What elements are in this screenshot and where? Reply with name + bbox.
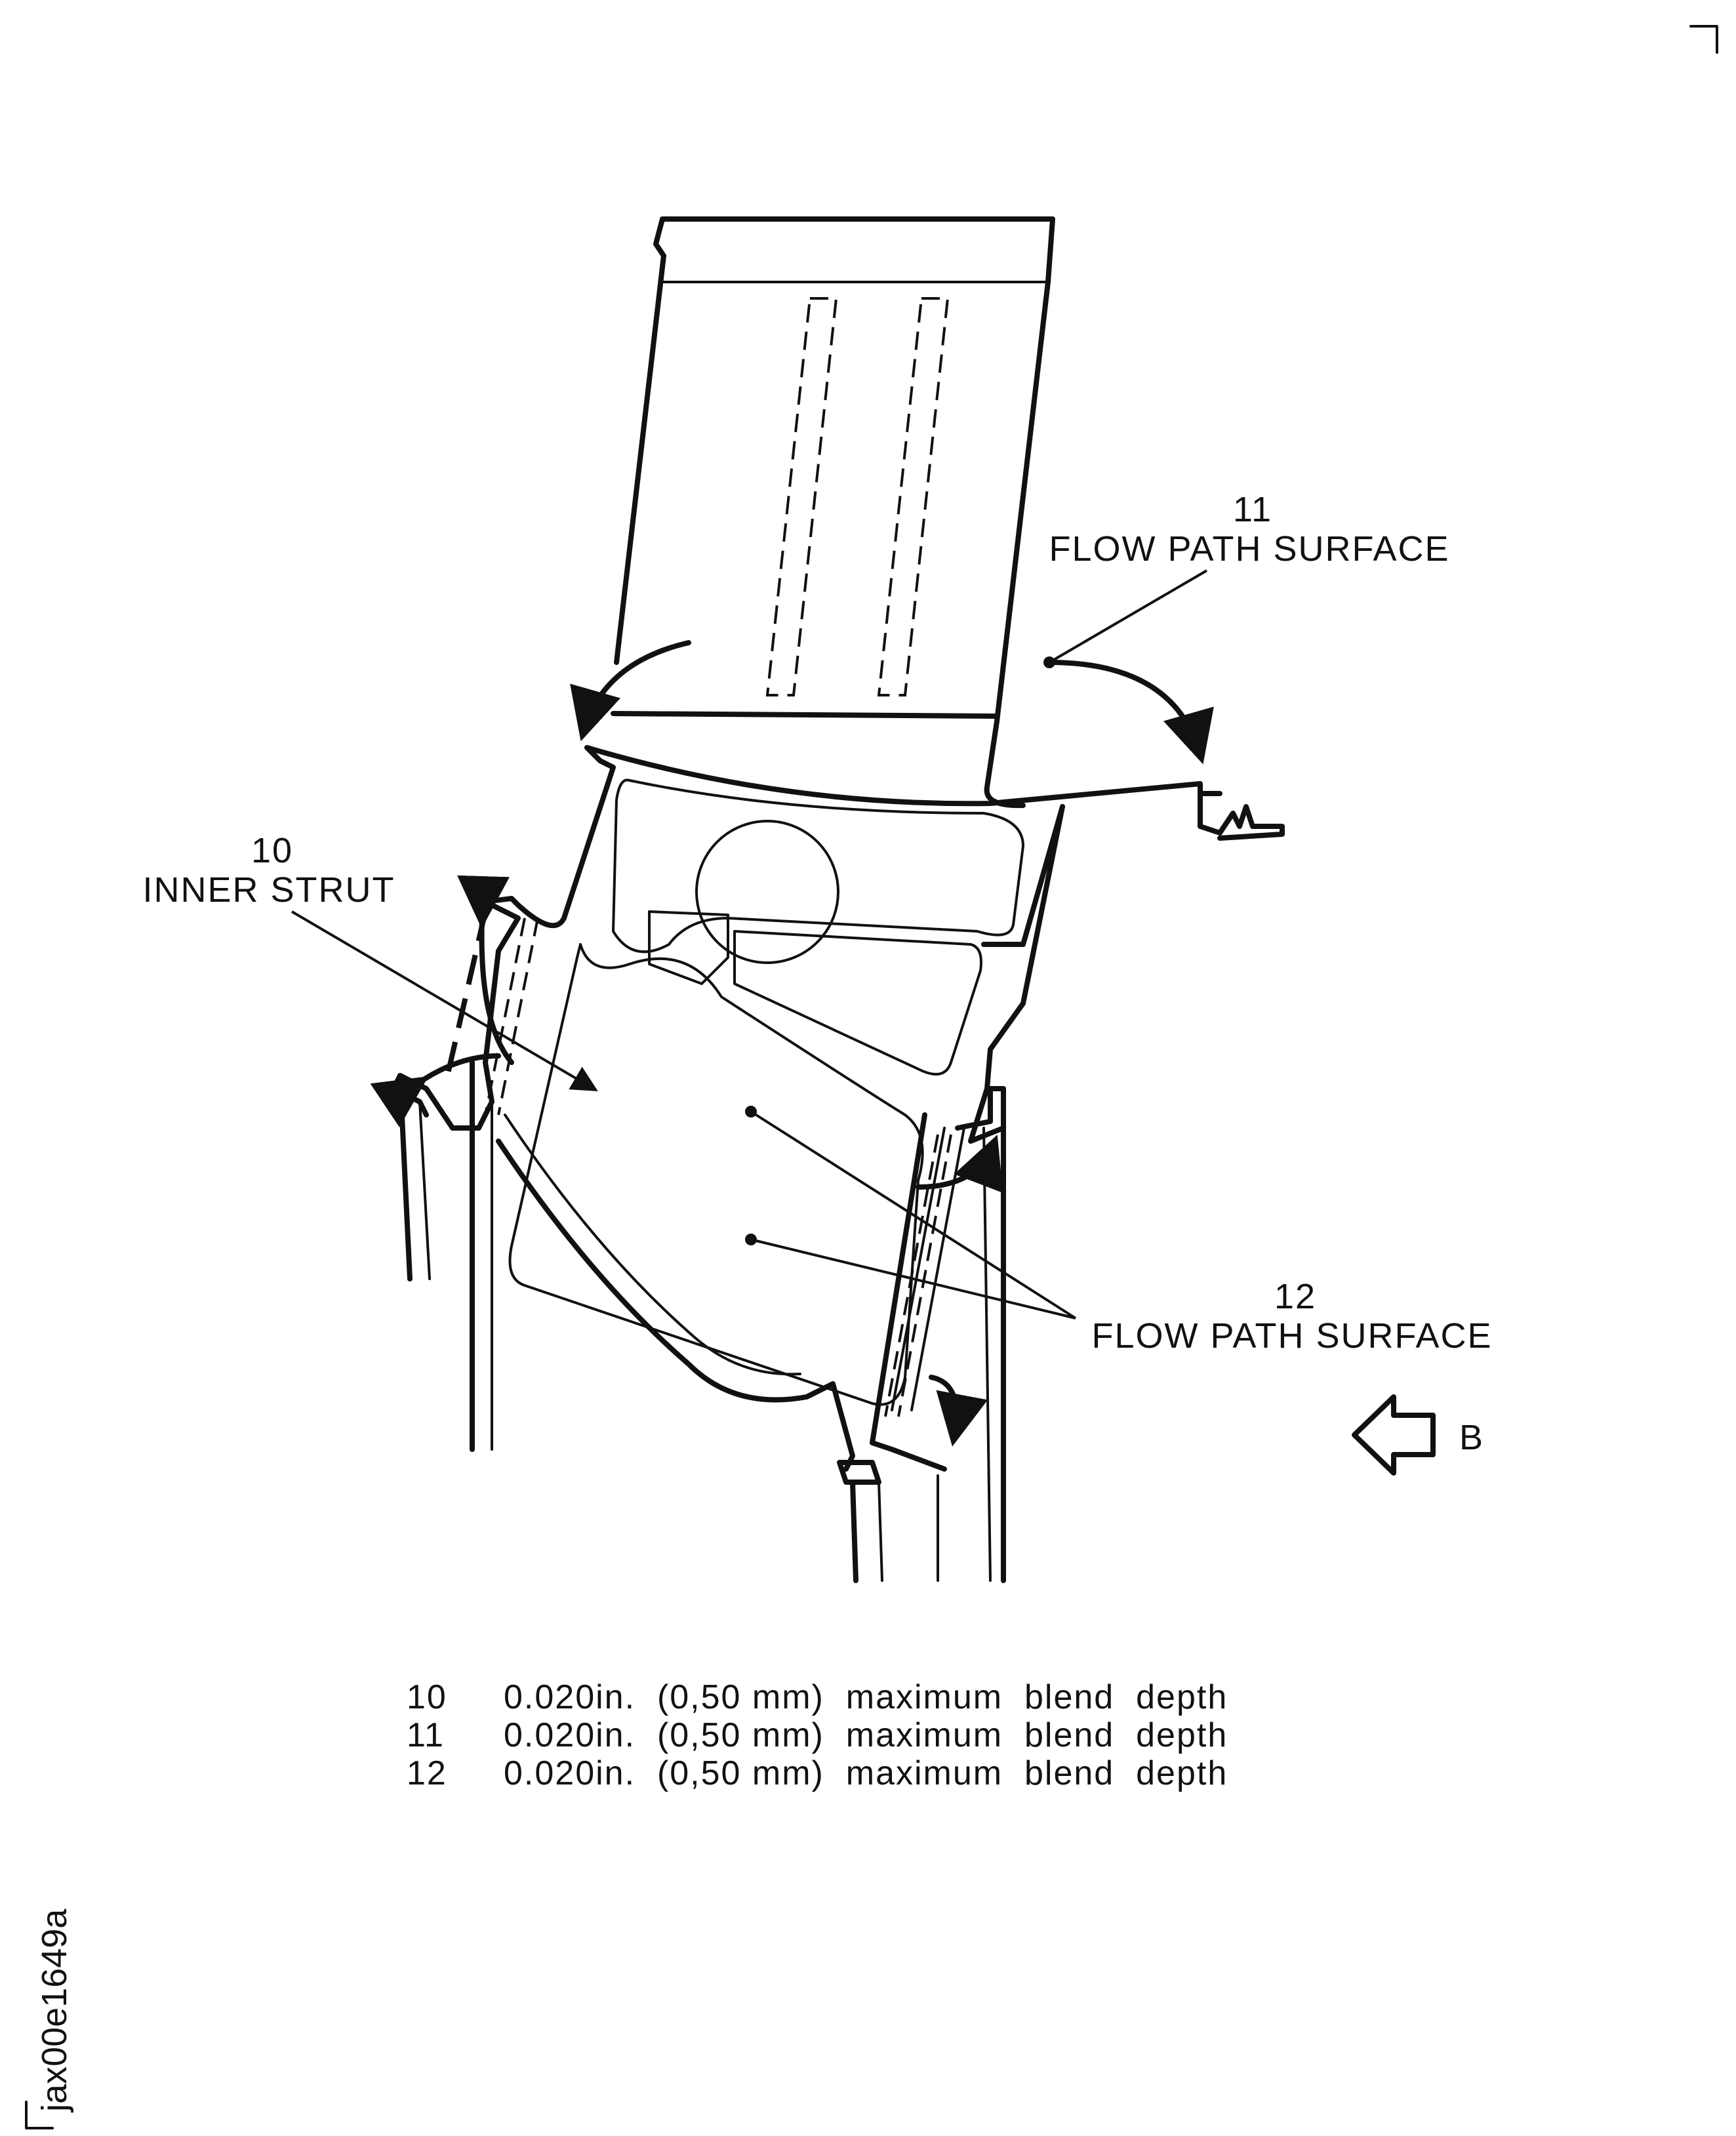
surface-arrows <box>370 640 1214 1447</box>
legend-text-11: 0.020in. (0,50 mm) maximum blend depth <box>504 1716 1228 1754</box>
leader-dot-12b <box>745 1234 757 1245</box>
hidden-lines <box>443 911 952 1417</box>
legend-text-12: 0.020in. (0,50 mm) maximum blend depth <box>504 1754 1228 1792</box>
strut-body <box>508 778 1024 1406</box>
upper-vane <box>614 216 1055 724</box>
legend-item-11: 11 <box>407 1716 445 1754</box>
callout-12-number: 12 <box>1274 1277 1316 1316</box>
callout-10-number: 10 <box>251 831 293 870</box>
callout-10-text: INNER STRUT <box>143 870 395 910</box>
leaders <box>291 569 1208 1320</box>
crop-mark <box>1689 25 1718 54</box>
legend: 10 0.020in. (0,50 mm) maximum blend dept… <box>407 1678 1228 1792</box>
figure-id-bracket <box>25 2101 54 2129</box>
view-arrow-icon <box>1352 1394 1436 1476</box>
legend-item-12: 12 <box>407 1754 447 1792</box>
figure-id: jax00e1649a <box>35 1908 74 2112</box>
callout-11-text: FLOW PATH SURFACE <box>1049 529 1449 569</box>
callout-12-text: FLOW PATH SURFACE <box>1091 1316 1492 1356</box>
callout-11-number: 11 <box>1233 490 1272 529</box>
leader-dot-11 <box>1043 656 1055 668</box>
view-arrow-letter: B <box>1459 1418 1484 1457</box>
leader-dot-12a <box>745 1106 757 1118</box>
legend-text-10: 0.020in. (0,50 mm) maximum blend depth <box>504 1678 1228 1716</box>
legend-item-10: 10 <box>407 1678 447 1716</box>
